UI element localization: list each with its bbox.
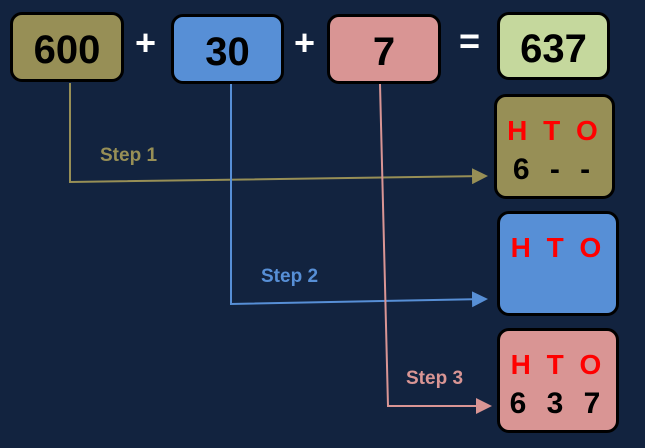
result-value: 637 <box>520 26 587 71</box>
step3-place-value-box: H T O 6 3 7 <box>497 328 619 433</box>
hto-header: H T O <box>507 115 602 146</box>
step2-label: Step 2 <box>261 266 319 287</box>
plus-sign: + <box>135 22 157 63</box>
step3-arrow <box>379 83 492 414</box>
step1-label: Step 1 <box>100 145 158 166</box>
ones-box: 7 <box>327 14 441 84</box>
place-value: 6 - - <box>512 153 597 186</box>
hto-header: H T O <box>510 349 606 380</box>
result-box: 637 <box>497 12 610 80</box>
ones-value: 7 <box>372 29 396 74</box>
step1-arrow <box>69 83 488 185</box>
step2-arrow <box>230 84 488 308</box>
step2-place-value-box: H T O <box>497 211 619 316</box>
tens-value: 30 <box>205 29 250 74</box>
equals-sign: = <box>459 20 481 61</box>
hundreds-box: 600 <box>10 12 124 82</box>
step1-place-value-box: H T O 6 - - <box>494 94 615 199</box>
step3-label: Step 3 <box>406 368 464 389</box>
plus-sign: + <box>294 22 316 63</box>
hto-header: H T O <box>510 232 606 263</box>
hundreds-value: 600 <box>33 27 101 72</box>
tens-box: 30 <box>171 14 284 84</box>
place-value: 6 3 7 <box>509 387 607 420</box>
